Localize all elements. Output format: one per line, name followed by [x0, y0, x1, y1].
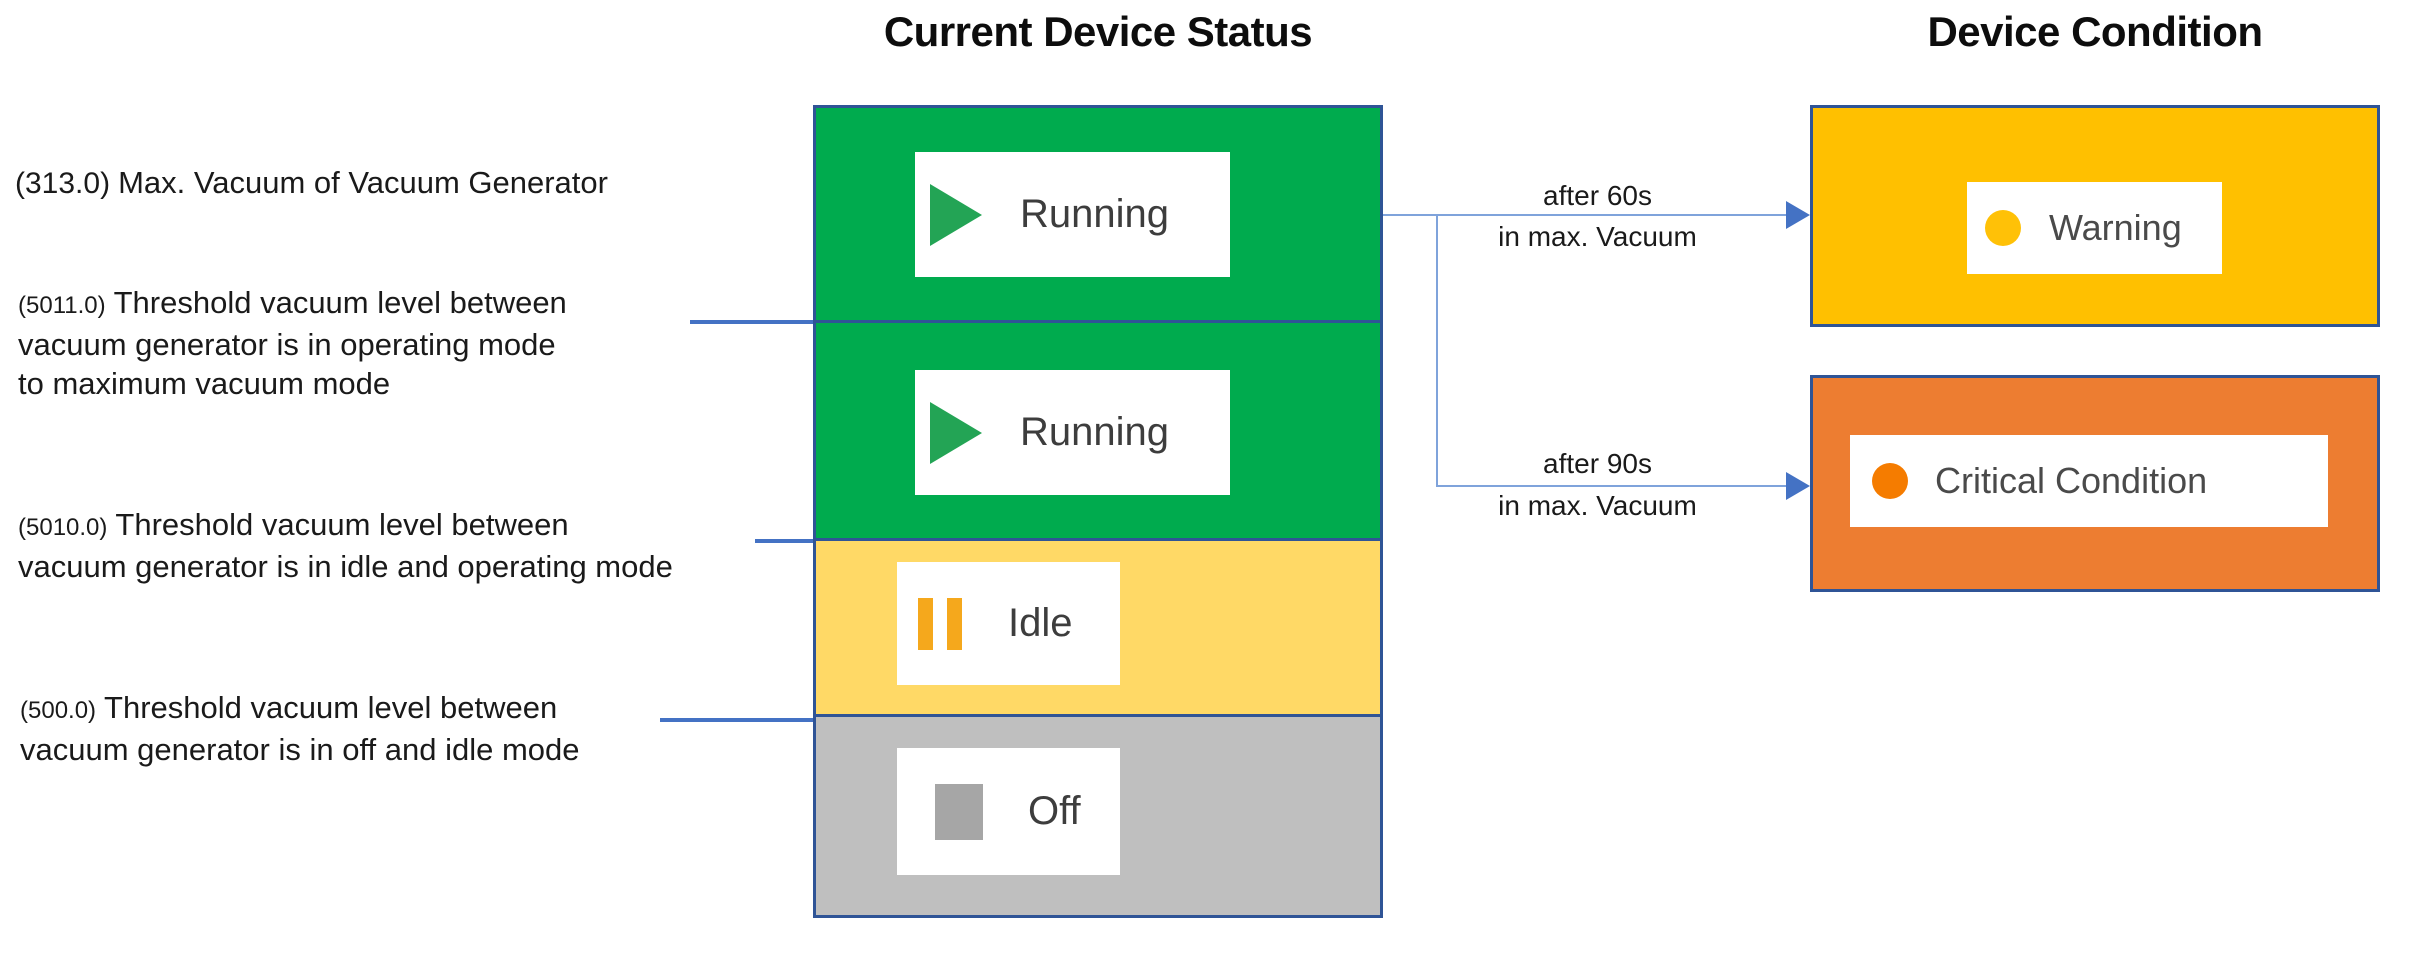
threshold-line-text: vacuum generator is in off and idle mode: [20, 732, 580, 767]
idle-badge: Idle: [897, 562, 1120, 685]
threshold-line-text: (500.0)Threshold vacuum level between: [20, 690, 558, 725]
threshold-label-313: (313.0)Max. Vacuum of Vacuum Generator: [15, 163, 608, 203]
status-label: Off: [1028, 789, 1081, 833]
critical-badge: Critical Condition: [1850, 435, 2328, 527]
threshold-line-text: (313.0)Max. Vacuum of Vacuum Generator: [15, 165, 608, 200]
warning-dot-icon: [1985, 210, 2021, 246]
pause-icon: [918, 597, 962, 650]
running-badge-2: Running: [915, 370, 1230, 495]
threshold-line-5010: [755, 539, 813, 543]
condition-label: Critical Condition: [1935, 460, 2208, 501]
threshold-value: (313.0): [15, 167, 111, 200]
threshold-line-500: [660, 718, 813, 722]
transition-90s-duration: after 90s: [1543, 448, 1652, 479]
threshold-line-text: to maximum vacuum mode: [18, 366, 391, 401]
threshold-line-5011: [690, 320, 813, 324]
warning-badge: Warning: [1967, 182, 2222, 274]
threshold-line-text: vacuum generator is in idle and operatin…: [18, 549, 673, 584]
transition-90s-detail: in max. Vacuum: [1498, 490, 1697, 521]
title-device-condition: Device Condition: [1927, 8, 2263, 55]
play-icon: [930, 401, 982, 464]
threshold-value: (5010.0): [18, 514, 108, 541]
title-current-device-status: Current Device Status: [883, 8, 1313, 55]
play-icon: [930, 183, 982, 246]
condition-label: Warning: [2049, 207, 2182, 248]
critical-dot-icon: [1872, 463, 1908, 499]
transition-60s-duration: after 60s: [1543, 180, 1652, 211]
threshold-value: (5011.0): [18, 292, 106, 319]
status-label: Running: [1020, 192, 1170, 236]
connector-90s-line: [1437, 485, 1788, 487]
threshold-label-500: (500.0)Threshold vacuum level between va…: [20, 688, 579, 769]
stop-icon: [935, 783, 983, 840]
off-badge: Off: [897, 748, 1120, 875]
arrowhead-to-warning-icon: [1786, 201, 1810, 229]
transition-60s-detail: in max. Vacuum: [1498, 221, 1697, 252]
threshold-label-5011: (5011.0)Threshold vacuum level between v…: [18, 283, 567, 403]
threshold-line-text: (5010.0)Threshold vacuum level between: [18, 507, 569, 542]
status-label: Idle: [1008, 601, 1073, 645]
status-label: Running: [1020, 410, 1170, 454]
threshold-value: (500.0): [20, 697, 97, 724]
threshold-line-text: vacuum generator is in operating mode: [18, 327, 556, 362]
threshold-label-5010: (5010.0)Threshold vacuum level between v…: [18, 505, 673, 586]
running-badge-1: Running: [915, 152, 1230, 277]
connector-60s-line: [1383, 214, 1788, 216]
connector-elbow-line: [1436, 214, 1438, 487]
threshold-line-text: (5011.0)Threshold vacuum level between: [18, 285, 567, 320]
arrowhead-to-critical-icon: [1786, 472, 1810, 500]
